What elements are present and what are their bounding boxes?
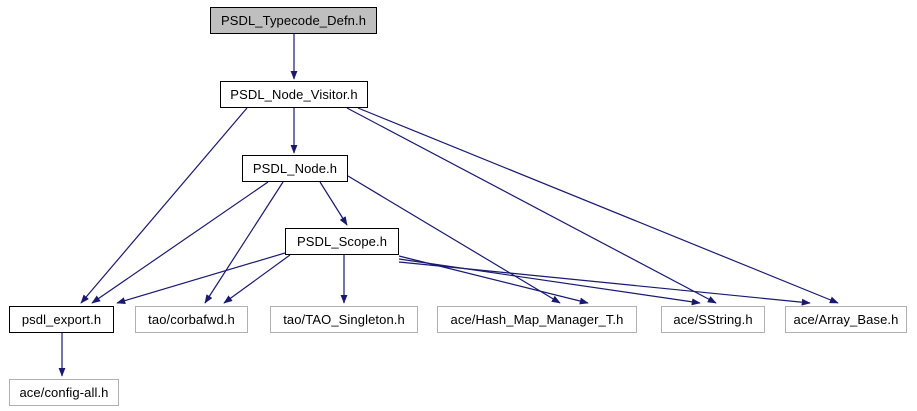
- node-sstring[interactable]: ace/SString.h: [661, 306, 765, 333]
- node-array_base[interactable]: ace/Array_Base.h: [785, 306, 907, 333]
- edge-psdl_scope-to-hash_map: [398, 255, 589, 305]
- node-label-array_base: ace/Array_Base.h: [793, 312, 899, 327]
- node-psdl_node[interactable]: PSDL_Node.h: [242, 155, 348, 182]
- node-label-config_all: ace/config-all.h: [19, 385, 109, 400]
- edge-psdl_scope-to-sstring: [398, 258, 701, 306]
- node-label-psdl_scope: PSDL_Scope.h: [296, 234, 388, 249]
- node-psdl_export[interactable]: psdl_export.h: [9, 306, 114, 333]
- node-tao_singleton[interactable]: tao/TAO_Singleton.h: [270, 306, 418, 333]
- edge-psdl_node-to-psdl_scope: [319, 181, 348, 226]
- node-label-node_visitor: PSDL_Node_Visitor.h: [230, 87, 358, 102]
- node-typecode_defn[interactable]: PSDL_Typecode_Defn.h: [210, 7, 377, 34]
- node-psdl_scope[interactable]: PSDL_Scope.h: [285, 228, 399, 255]
- node-label-tao_singleton: tao/TAO_Singleton.h: [283, 312, 405, 327]
- edge-node_visitor-to-array_base: [357, 107, 839, 304]
- node-label-psdl_node: PSDL_Node.h: [252, 161, 338, 176]
- edge-psdl_node-to-corbafwd: [204, 181, 284, 304]
- edge-psdl_scope-to-corbafwd: [223, 254, 291, 304]
- node-label-corbafwd: tao/corbafwd.h: [148, 312, 235, 327]
- node-corbafwd[interactable]: tao/corbafwd.h: [135, 306, 248, 333]
- edge-psdl_scope-to-psdl_export: [116, 252, 286, 305]
- edge-psdl_scope-to-array_base: [398, 261, 811, 306]
- node-node_visitor[interactable]: PSDL_Node_Visitor.h: [220, 81, 368, 108]
- node-label-sstring: ace/SString.h: [673, 312, 753, 327]
- node-config_all[interactable]: ace/config-all.h: [9, 379, 119, 406]
- node-label-psdl_export: psdl_export.h: [21, 312, 102, 327]
- edge-node_visitor-to-psdl_export: [80, 107, 248, 304]
- node-hash_map[interactable]: ace/Hash_Map_Manager_T.h: [437, 306, 637, 333]
- edge-psdl_node-to-psdl_export: [91, 181, 269, 304]
- node-label-hash_map: ace/Hash_Map_Manager_T.h: [450, 312, 624, 327]
- edge-node_visitor-to-sstring: [346, 107, 717, 304]
- node-label-typecode_defn: PSDL_Typecode_Defn.h: [220, 13, 367, 28]
